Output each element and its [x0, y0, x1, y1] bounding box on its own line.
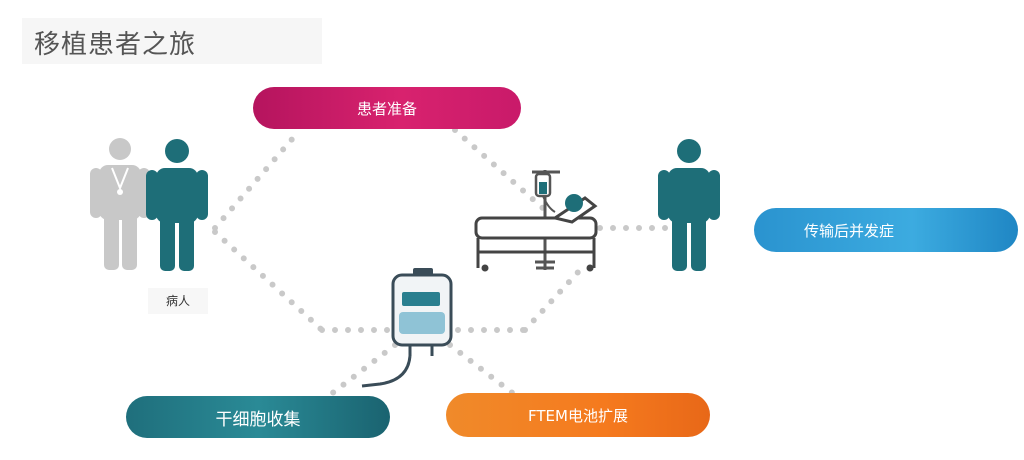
patient-label: 病人 — [148, 288, 208, 314]
connector-prep-bed — [452, 127, 548, 213]
connector-bag-stem — [327, 342, 398, 398]
patient-prep-label: 患者准备 — [356, 99, 417, 118]
person-icon — [658, 139, 720, 271]
complications-pill: 传输后并发症 — [754, 208, 1018, 252]
ftem-expansion-label: FTEM电池扩展 — [528, 406, 628, 425]
page-title: 移植患者之旅 — [34, 30, 197, 60]
patient-prep-pill: 患者准备 — [253, 87, 521, 129]
connector-patient-prep — [212, 127, 303, 231]
ftem-expansion-pill: FTEM电池扩展 — [446, 393, 710, 437]
title-background — [22, 18, 322, 64]
dotted-connectors — [212, 127, 675, 398]
connector-bag-bed — [522, 267, 583, 333]
complications-label: 传输后并发症 — [804, 221, 895, 240]
hospital-bed-icon — [474, 170, 598, 272]
doctor-icon — [90, 138, 150, 270]
connector-patient-bag — [212, 229, 325, 333]
stem-cell-collection-pill: 干细胞收集 — [126, 396, 390, 438]
iv-bag-icon — [361, 268, 453, 388]
patient-icon — [146, 139, 208, 271]
stem-cell-collection-label: 干细胞收集 — [215, 409, 301, 430]
connector-bag-ftem — [447, 342, 518, 398]
